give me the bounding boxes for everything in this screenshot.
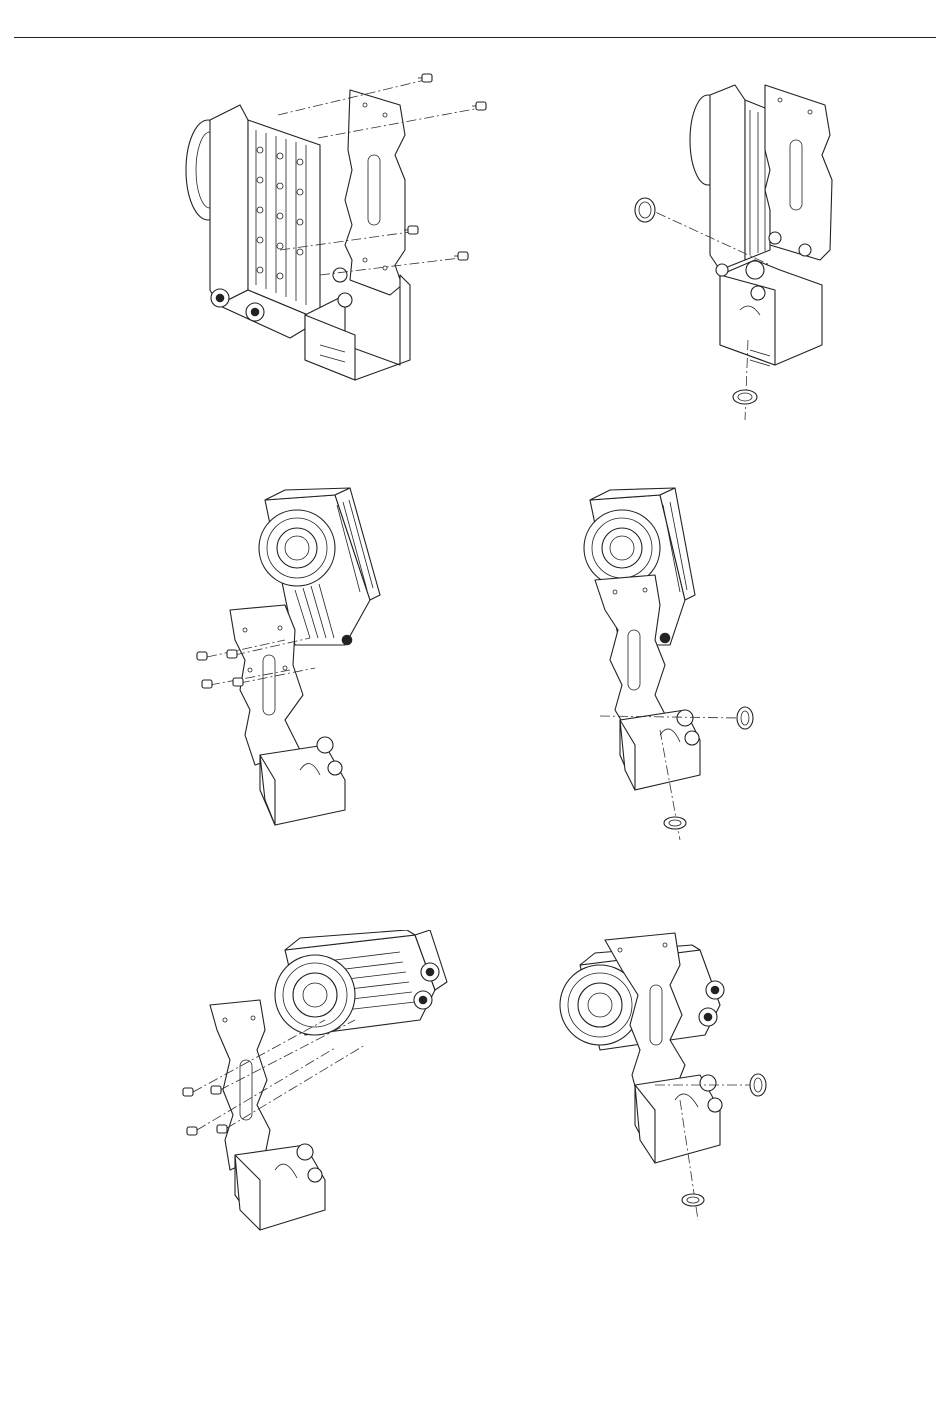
camera-side [210, 105, 248, 305]
retaining-ring-icon [750, 1074, 766, 1096]
screw-icon [197, 650, 243, 688]
screw-icon [404, 74, 486, 260]
header-rule [14, 37, 936, 38]
figure-step-3 [185, 480, 405, 830]
figure-step-1 [170, 60, 510, 400]
connector-icon [660, 633, 670, 643]
retaining-ring-icon [733, 390, 757, 404]
retaining-ring-icon [682, 1194, 704, 1206]
figure-step-2 [610, 60, 860, 430]
retaining-ring-icon [737, 707, 753, 729]
figure-step-4 [560, 480, 780, 845]
connector-icon [342, 635, 352, 645]
mounting-plate [595, 575, 668, 735]
mounting-plate [345, 90, 405, 295]
figure-step-6 [550, 925, 790, 1225]
screw-icon [183, 1086, 227, 1135]
retaining-ring-icon [664, 817, 686, 829]
camera-side [710, 85, 745, 270]
figure-step-5 [175, 930, 455, 1245]
